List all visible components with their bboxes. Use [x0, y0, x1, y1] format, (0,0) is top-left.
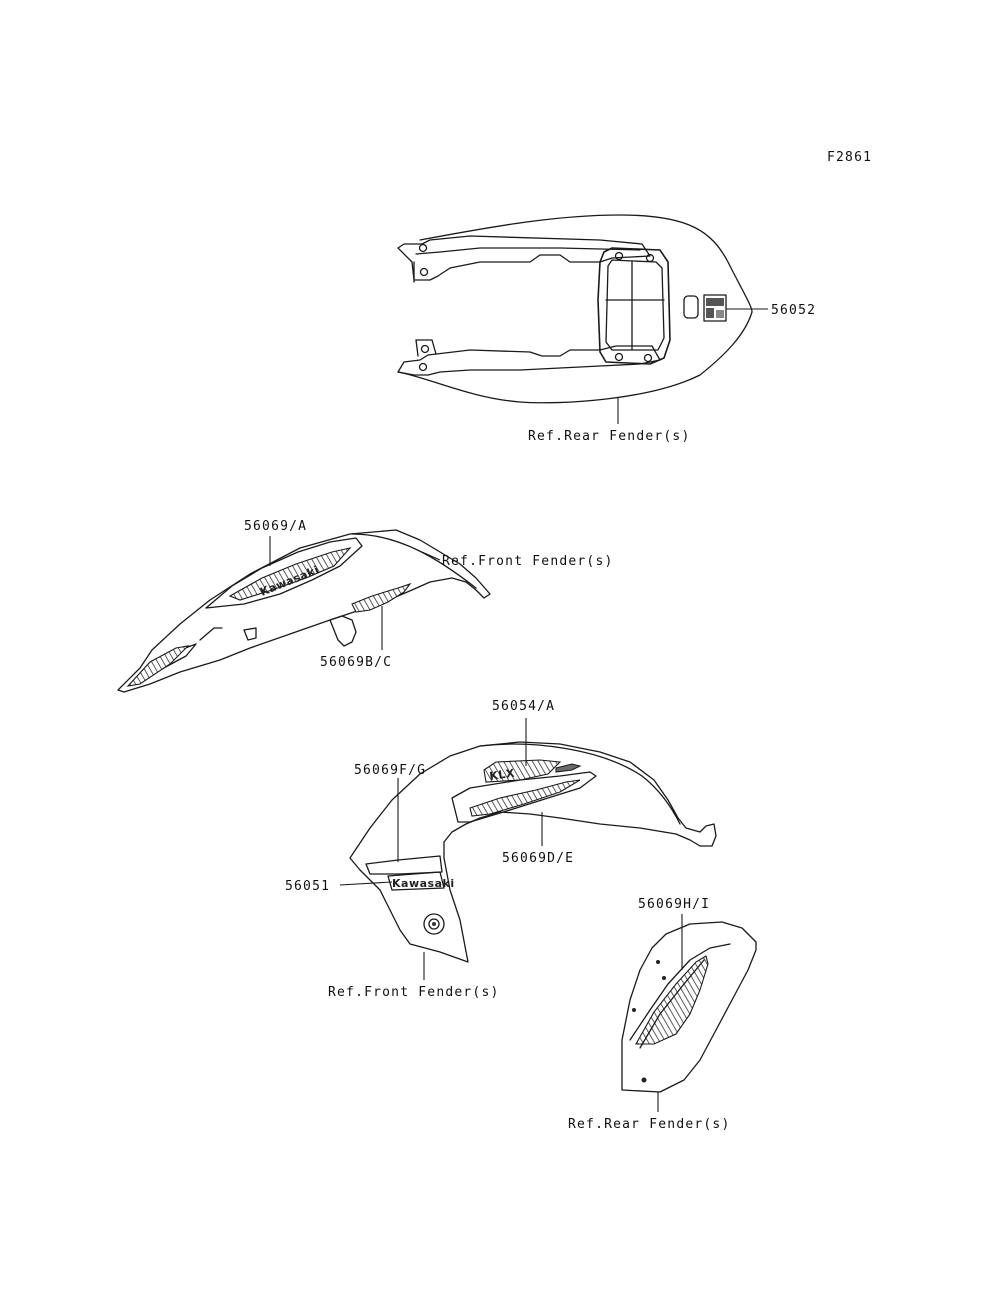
- part-label-56069HI[interactable]: 56069H/I: [638, 897, 710, 912]
- ref-label-rear-fender-bottom[interactable]: Ref.Rear Fender(s): [568, 1117, 730, 1132]
- part-label-56051[interactable]: 56051: [285, 879, 330, 894]
- part-label-56069A[interactable]: 56069/A: [244, 519, 307, 534]
- decal-logo-shroud: Kawasaki: [392, 877, 455, 890]
- leader-56051: [339, 881, 393, 886]
- ref-label-front-fender-top[interactable]: Ref.Front Fender(s): [442, 554, 614, 569]
- part-label-56054A[interactable]: 56054/A: [492, 699, 555, 714]
- rear-fender-assembly: [397, 214, 753, 404]
- part-label-56069BC[interactable]: 56069B/C: [320, 655, 392, 670]
- part-label-56069DE[interactable]: 56069D/E: [502, 851, 574, 866]
- ref-label-front-fender-bottom[interactable]: Ref.Front Fender(s): [328, 985, 500, 1000]
- figure-code: F2861: [827, 150, 872, 165]
- decal-logo-model: KLX: [489, 767, 516, 783]
- part-label-56052[interactable]: 56052: [771, 303, 816, 318]
- leader-front-fender-top: [421, 551, 441, 561]
- part-label-56069FG[interactable]: 56069F/G: [354, 763, 426, 778]
- front-fender-assembly: Kawasaki: [117, 529, 491, 693]
- ref-label-rear-fender-top[interactable]: Ref.Rear Fender(s): [528, 429, 690, 444]
- shroud-assembly: KLX Kawasaki: [349, 741, 717, 963]
- side-cover-assembly: [621, 921, 757, 1093]
